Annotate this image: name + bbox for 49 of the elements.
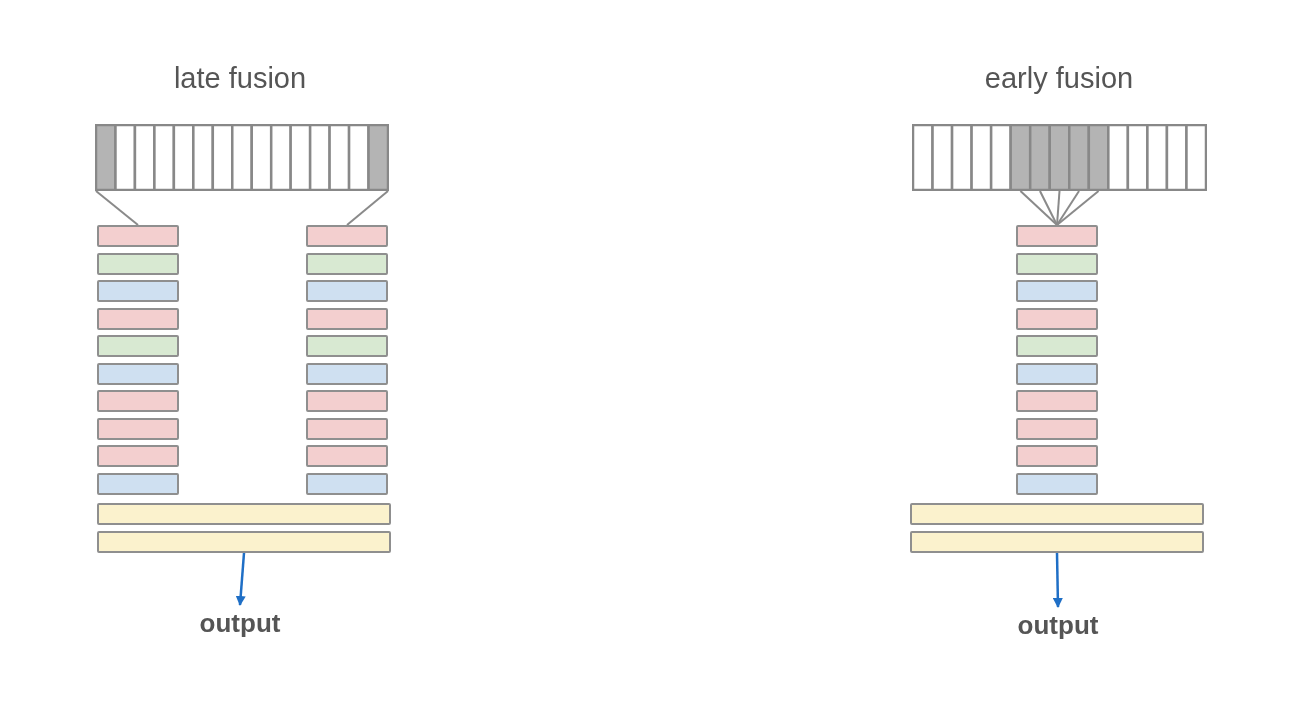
panel-title: early fusion <box>983 62 1135 95</box>
layer-bar <box>1016 225 1098 247</box>
layer-bar <box>97 472 179 495</box>
layer-bar <box>97 362 179 385</box>
layer-bar <box>306 252 388 275</box>
output-label: output <box>1008 610 1108 640</box>
video-frame-strip <box>912 124 1207 191</box>
layer-bar <box>1016 445 1098 467</box>
connector-line <box>1019 190 1058 226</box>
layer-bar <box>1016 390 1098 412</box>
video-frame-strip <box>95 124 389 191</box>
layer-bar <box>306 362 388 385</box>
layer-bar <box>306 335 388 357</box>
layer-bar <box>97 225 179 247</box>
arrow <box>1052 552 1063 608</box>
layer-bar <box>97 390 179 412</box>
layer-bar <box>1016 417 1098 440</box>
layer-bar <box>97 280 179 302</box>
layer-bar <box>306 417 388 440</box>
layer-bar <box>1016 252 1098 275</box>
layer-bar <box>97 335 179 357</box>
layer-bar <box>97 417 179 440</box>
layer-bar <box>306 307 388 330</box>
layer-bar <box>306 280 388 302</box>
layer-bar <box>1016 280 1098 302</box>
connector-line <box>346 190 389 226</box>
layer-bar <box>910 503 1204 525</box>
layer-bar <box>306 472 388 495</box>
panel-title: late fusion <box>172 62 308 95</box>
connector-line <box>1056 190 1061 226</box>
layer-bar <box>97 531 391 553</box>
layer-bar <box>97 252 179 275</box>
layer-bar <box>306 390 388 412</box>
layer-bar <box>910 531 1204 553</box>
output-label: output <box>190 608 290 638</box>
layer-bar <box>97 445 179 467</box>
connector-line <box>1056 190 1081 226</box>
connector-line <box>95 190 139 226</box>
layer-bar <box>1016 335 1098 357</box>
layer-bar <box>306 445 388 467</box>
connector-line <box>1056 190 1100 226</box>
layer-bar <box>97 503 391 525</box>
layer-bar <box>1016 307 1098 330</box>
layer-bar <box>1016 472 1098 495</box>
connector-line <box>1038 190 1058 226</box>
layer-bar <box>1016 362 1098 385</box>
layer-bar <box>97 307 179 330</box>
arrow <box>235 552 246 606</box>
layer-bar <box>306 225 388 247</box>
